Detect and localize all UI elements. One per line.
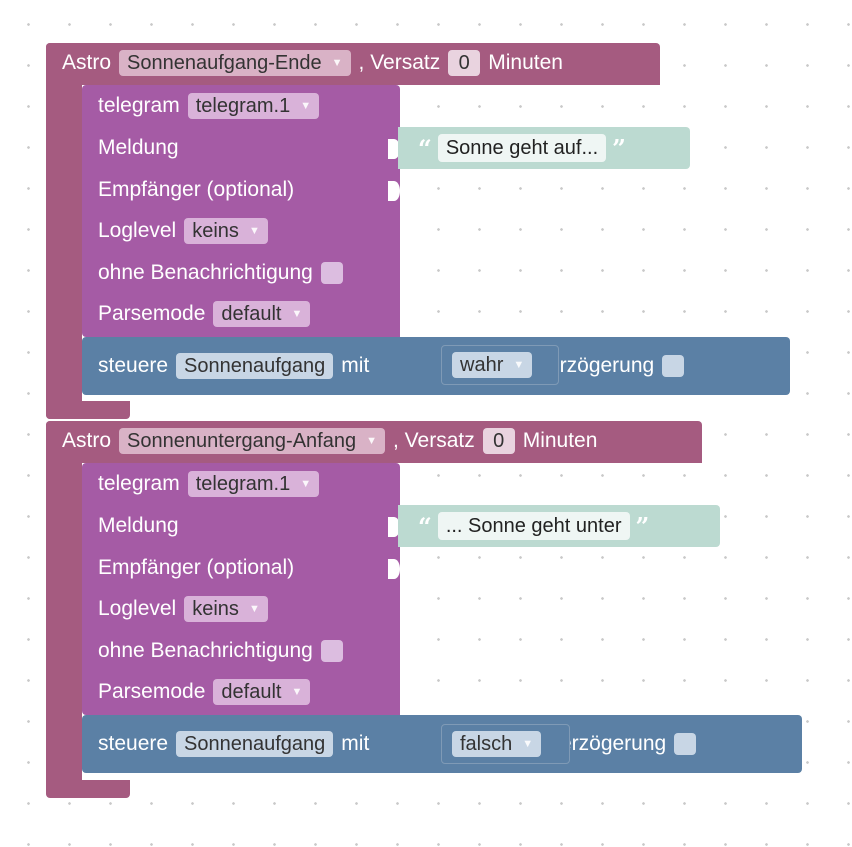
offset-label: , Versatz bbox=[393, 429, 475, 452]
dropdown-arrow-icon: ▼ bbox=[291, 686, 303, 698]
astro-label: Astro bbox=[62, 51, 112, 74]
parsemode-label: Parsemode bbox=[98, 680, 206, 703]
recipient-input-notch bbox=[388, 181, 400, 201]
dropdown-arrow-icon: ▼ bbox=[513, 359, 525, 371]
delay-checkbox[interactable] bbox=[662, 355, 685, 377]
parsemode-dropdown[interactable]: default ▼ bbox=[213, 679, 311, 705]
astro-block-footer bbox=[46, 780, 130, 798]
text-value-field[interactable]: Sonne geht auf... bbox=[437, 134, 607, 162]
text-value-field[interactable]: ... Sonne geht unter bbox=[437, 512, 630, 540]
offset-field[interactable]: 0 bbox=[448, 50, 481, 76]
astro-event-value: Sonnenaufgang-Ende bbox=[127, 51, 322, 74]
loglevel-value: keins bbox=[192, 597, 239, 620]
delay-checkbox[interactable] bbox=[674, 733, 697, 755]
boolean-value: wahr bbox=[460, 353, 504, 376]
dropdown-arrow-icon: ▼ bbox=[331, 57, 343, 69]
astro-block-spine bbox=[46, 421, 82, 797]
silent-checkbox[interactable] bbox=[320, 262, 343, 284]
loglevel-label: Loglevel bbox=[98, 597, 177, 620]
telegram-instance-dropdown[interactable]: telegram.1 ▼ bbox=[187, 471, 320, 497]
loglevel-dropdown[interactable]: keins ▼ bbox=[184, 596, 268, 622]
recipient-input-notch bbox=[388, 559, 400, 579]
message-input-notch bbox=[388, 139, 400, 159]
message-label: Meldung bbox=[98, 136, 179, 159]
recipient-label: Empfänger (optional) bbox=[98, 178, 295, 201]
control-target-field[interactable]: Sonnenaufgang bbox=[176, 731, 334, 757]
boolean-dropdown[interactable]: wahr ▼ bbox=[452, 352, 533, 378]
dropdown-arrow-icon: ▼ bbox=[291, 308, 303, 320]
astro-block-header: Astro Sonnenuntergang-Anfang ▼ , Versatz… bbox=[46, 421, 702, 463]
astro-label: Astro bbox=[62, 429, 112, 452]
telegram-block[interactable]: telegram telegram.1 ▼ Meldung Empfänger … bbox=[82, 463, 400, 715]
offset-unit-label: Minuten bbox=[488, 51, 563, 74]
dropdown-arrow-icon: ▼ bbox=[248, 603, 260, 615]
quote-close-icon: ” bbox=[635, 511, 650, 541]
silent-label: ohne Benachrichtigung bbox=[98, 639, 313, 662]
control-with-label: mit bbox=[341, 732, 370, 755]
astro-event-value: Sonnenuntergang-Anfang bbox=[127, 429, 357, 452]
recipient-label: Empfänger (optional) bbox=[98, 556, 295, 579]
astro-block-spine bbox=[46, 43, 82, 419]
control-block[interactable]: steuere Sonnenaufgang mit mit Verzögerun… bbox=[82, 337, 790, 395]
boolean-value: falsch bbox=[460, 732, 513, 755]
astro-block-footer bbox=[46, 401, 130, 419]
text-block[interactable]: “ ... Sonne geht unter ” bbox=[398, 505, 720, 547]
silent-label: ohne Benachrichtigung bbox=[98, 261, 313, 284]
dropdown-arrow-icon: ▼ bbox=[248, 225, 260, 237]
text-block[interactable]: “ Sonne geht auf... ” bbox=[398, 127, 690, 169]
parsemode-label: Parsemode bbox=[98, 302, 206, 325]
message-input-notch bbox=[388, 517, 400, 537]
astro-block-header: Astro Sonnenaufgang-Ende ▼ , Versatz 0 M… bbox=[46, 43, 660, 85]
silent-checkbox[interactable] bbox=[320, 640, 343, 662]
telegram-instance-dropdown[interactable]: telegram.1 ▼ bbox=[187, 93, 320, 119]
dropdown-arrow-icon: ▼ bbox=[300, 100, 312, 112]
dropdown-arrow-icon: ▼ bbox=[300, 478, 312, 490]
parsemode-value: default bbox=[221, 680, 282, 703]
loglevel-dropdown[interactable]: keins ▼ bbox=[184, 218, 268, 244]
quote-open-icon: “ bbox=[418, 133, 432, 163]
loglevel-value: keins bbox=[192, 219, 239, 242]
dropdown-arrow-icon: ▼ bbox=[366, 435, 377, 447]
loglevel-label: Loglevel bbox=[98, 219, 177, 242]
control-with-label: mit bbox=[341, 354, 370, 377]
boolean-block[interactable]: falsch ▼ bbox=[441, 724, 570, 764]
astro-event-dropdown[interactable]: Sonnenaufgang-Ende ▼ bbox=[119, 50, 351, 76]
astro-event-dropdown[interactable]: Sonnenuntergang-Anfang ▼ bbox=[119, 428, 385, 454]
telegram-label: telegram bbox=[98, 94, 180, 117]
telegram-instance-value: telegram.1 bbox=[195, 94, 291, 117]
parsemode-dropdown[interactable]: default ▼ bbox=[213, 301, 311, 327]
boolean-block[interactable]: wahr ▼ bbox=[441, 345, 559, 385]
offset-field[interactable]: 0 bbox=[482, 428, 515, 454]
quote-close-icon: ” bbox=[612, 133, 626, 163]
parsemode-value: default bbox=[221, 302, 282, 325]
offset-label: , Versatz bbox=[358, 51, 441, 74]
control-label: steuere bbox=[98, 732, 169, 755]
telegram-instance-value: telegram.1 bbox=[195, 472, 291, 495]
telegram-block[interactable]: telegram telegram.1 ▼ Meldung Empfänger … bbox=[82, 85, 400, 337]
telegram-label: telegram bbox=[98, 472, 180, 495]
offset-unit-label: Minuten bbox=[522, 429, 598, 452]
quote-open-icon: “ bbox=[418, 511, 432, 541]
dropdown-arrow-icon: ▼ bbox=[522, 738, 534, 750]
message-label: Meldung bbox=[98, 514, 179, 537]
boolean-dropdown[interactable]: falsch ▼ bbox=[452, 731, 542, 757]
control-label: steuere bbox=[98, 354, 169, 377]
control-target-field[interactable]: Sonnenaufgang bbox=[176, 353, 334, 379]
